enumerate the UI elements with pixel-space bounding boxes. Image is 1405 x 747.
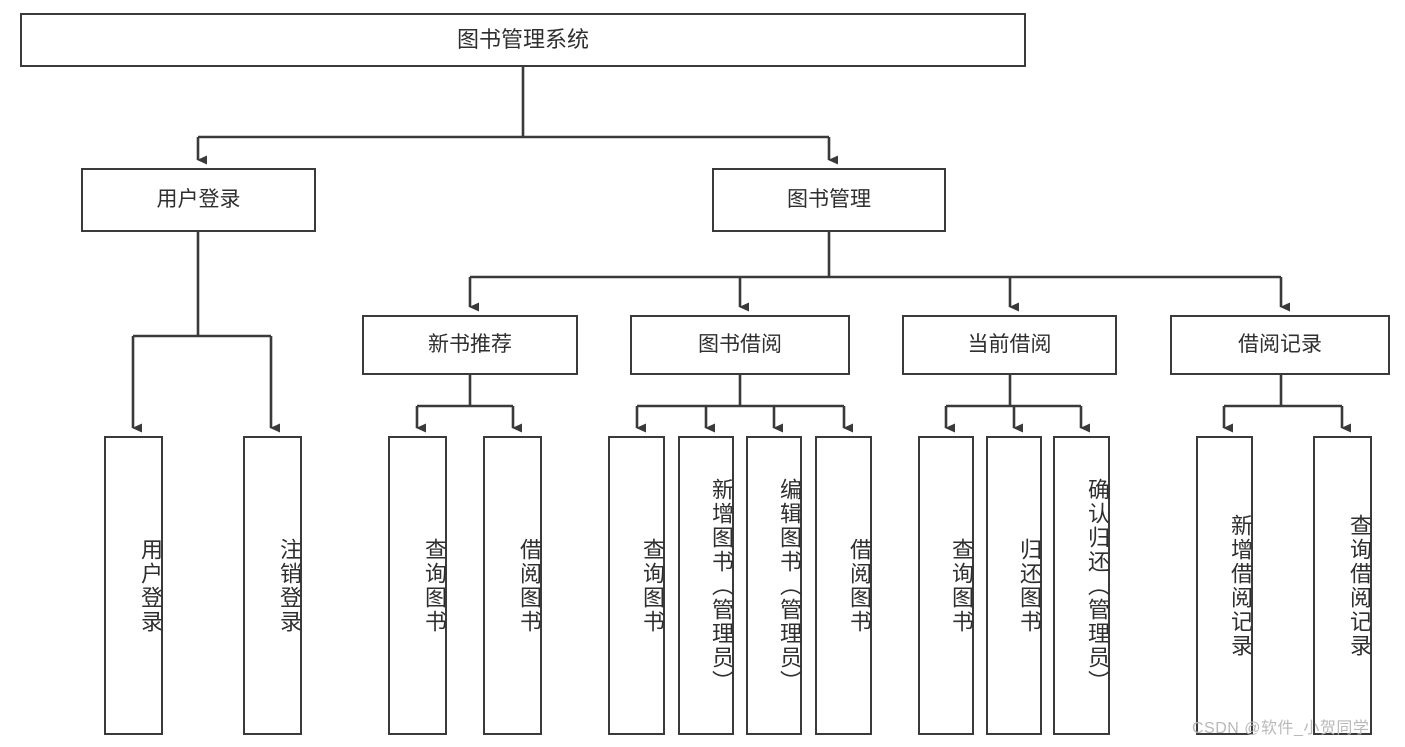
node-label: 图书借阅	[698, 332, 782, 356]
node-label: 新书推荐	[428, 332, 512, 356]
node-borrow-record[interactable]: 借阅记录	[1170, 315, 1390, 375]
node-root-system[interactable]: 图书管理系统	[20, 13, 1026, 67]
node-label: 归还图书	[1017, 537, 1042, 634]
node-label: 借阅图书	[517, 537, 542, 634]
leaf-query-book-borrow[interactable]: 查询图书	[608, 436, 665, 735]
leaf-edit-book-admin[interactable]: 编辑图书（管理员）	[746, 436, 802, 735]
node-current-borrow[interactable]: 当前借阅	[902, 315, 1117, 375]
leaf-confirm-return-admin[interactable]: 确认归还（管理员）	[1053, 436, 1110, 735]
watermark: CSDN @软件_小贺同学	[1192, 720, 1370, 737]
leaf-logout[interactable]: 注销登录	[243, 436, 302, 735]
node-label: 查询图书	[949, 537, 974, 634]
node-label: 编辑图书（管理员）	[777, 477, 802, 694]
leaf-return-book[interactable]: 归还图书	[986, 436, 1042, 735]
leaf-borrow-book[interactable]: 借阅图书	[815, 436, 872, 735]
leaf-query-book-current[interactable]: 查询图书	[918, 436, 974, 735]
node-new-book-recommend[interactable]: 新书推荐	[362, 315, 578, 375]
node-label: 确认归还（管理员）	[1085, 477, 1110, 694]
node-label: 图书管理系统	[456, 27, 589, 53]
node-book-borrow[interactable]: 图书借阅	[630, 315, 850, 375]
node-label: 注销登录	[277, 537, 302, 634]
leaf-add-book-admin[interactable]: 新增图书（管理员）	[678, 436, 734, 735]
leaf-borrow-book-recommend[interactable]: 借阅图书	[483, 436, 542, 735]
leaf-add-borrow-record[interactable]: 新增借阅记录	[1196, 436, 1253, 735]
node-label: 新增图书（管理员）	[709, 477, 734, 694]
node-user-login[interactable]: 用户登录	[81, 168, 316, 232]
leaf-query-book-recommend[interactable]: 查询图书	[388, 436, 447, 735]
node-label: 借阅记录	[1238, 332, 1322, 356]
node-label: 查询图书	[640, 537, 665, 634]
node-label: 用户登录	[156, 187, 241, 211]
leaf-user-login[interactable]: 用户登录	[104, 436, 163, 735]
node-label: 用户登录	[138, 537, 163, 634]
node-label: 借阅图书	[847, 537, 872, 634]
node-label: 当前借阅	[967, 332, 1052, 356]
node-label: 新增借阅记录	[1228, 513, 1253, 658]
node-label: 查询借阅记录	[1347, 513, 1372, 658]
node-label: 图书管理	[787, 187, 871, 211]
node-book-management[interactable]: 图书管理	[712, 168, 946, 232]
leaf-query-borrow-record[interactable]: 查询借阅记录	[1313, 436, 1372, 735]
node-label: 查询图书	[422, 537, 447, 634]
